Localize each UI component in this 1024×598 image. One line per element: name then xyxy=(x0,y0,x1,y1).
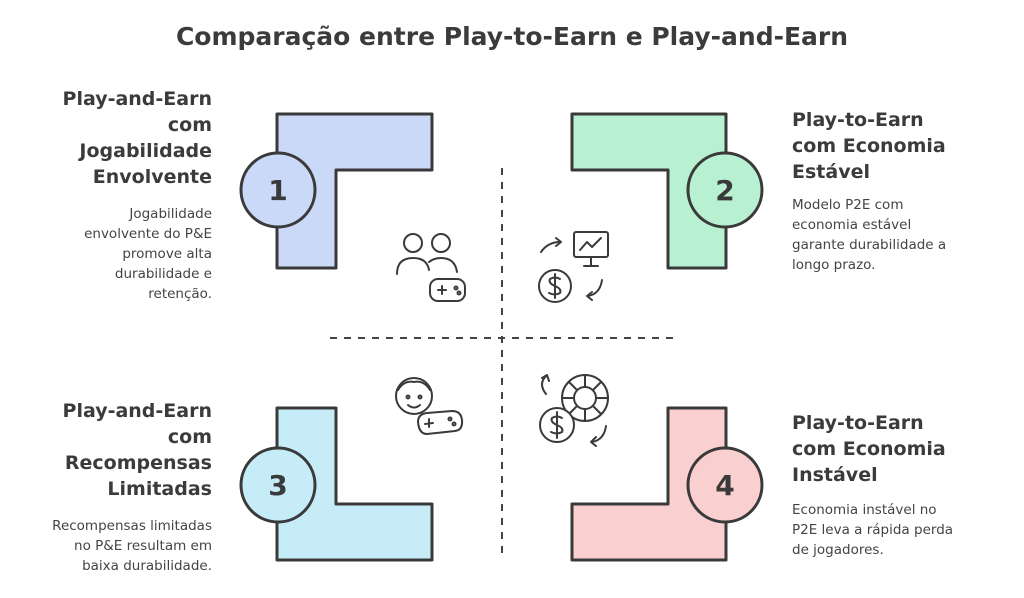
quadrant-3-shape xyxy=(275,406,434,562)
quadrant-3-heading: Play-and-Earn com Recompensas Limitadas xyxy=(62,400,212,500)
quadrant-3-description: Recompensas limitadas no P&E resultam em… xyxy=(52,518,212,574)
quadrant-1-badge: 1 xyxy=(239,151,317,229)
quadrant-1-description: Jogabilidade envolvente do P&E promove a… xyxy=(84,206,212,302)
quadrant-4-description: Economia instável no P2E leva a rápida p… xyxy=(792,502,954,558)
quadrant-4-heading: Play-to-Earn com Economia Instável xyxy=(792,412,946,486)
quadrant-2-heading: Play-to-Earn com Economia Estável xyxy=(792,109,946,183)
quadrant-4-number: 4 xyxy=(715,469,734,502)
quadrant-1-heading: Play-and-Earn com Jogabilidade Envolvent… xyxy=(62,88,212,188)
quadrant-4-shape xyxy=(570,406,728,562)
quadrant-2-shape xyxy=(570,112,728,270)
quadrant-1-shape xyxy=(275,112,434,270)
diagram-title: Comparação entre Play-to-Earn e Play-and… xyxy=(175,22,849,51)
quadrant-4-badge: 4 xyxy=(686,446,764,524)
quadrant-3-number: 3 xyxy=(268,469,287,502)
quadrant-2-badge: 2 xyxy=(686,151,764,229)
player-gamepad-icon xyxy=(395,377,464,435)
quadrant-3-badge: 3 xyxy=(239,446,317,524)
users-gamepad-icon xyxy=(396,233,466,302)
quadrant-2-description: Modelo P2E com economia estável garante … xyxy=(792,197,947,273)
quadrant-2-number: 2 xyxy=(715,174,734,207)
quadrant-1-number: 1 xyxy=(268,174,287,207)
unstable-economy-icon xyxy=(539,374,609,447)
stable-economy-icon xyxy=(538,231,609,303)
